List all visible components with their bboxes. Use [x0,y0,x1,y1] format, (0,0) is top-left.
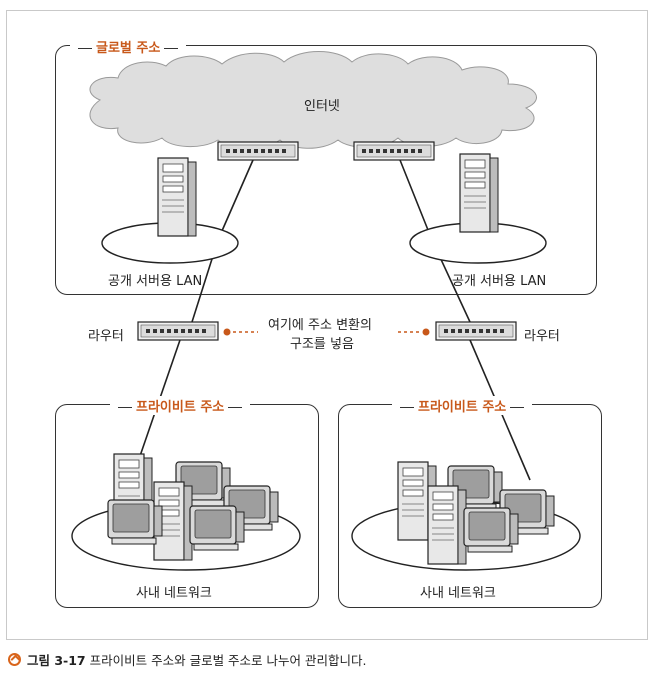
server-icon [427,485,467,565]
cloud-icon [89,51,537,149]
intranet-label-right: 사내 네트워크 [420,586,496,601]
nat-indicator-right [398,328,430,336]
router-icon [353,141,435,161]
private-address-label-right: 프라이비트 주소 [392,396,533,415]
internet-label: 인터넷 [304,99,340,114]
nat-indicator-left [223,328,258,336]
router-label-right: 라우터 [524,329,560,344]
caption-text: 프라이비트 주소와 글로벌 주소로 나누어 관리합니다. [89,653,367,668]
figure-frame [6,10,648,640]
nat-note-line1: 여기에 주소 변환의 [268,318,372,333]
caption-arrow-icon [8,653,21,666]
nat-note-line2: 구조를 넣음 [290,337,354,352]
global-address-region [55,45,597,295]
public-lan-label-right: 공개 서버용 LAN [452,274,547,289]
figure-caption: 그림 3-17 프라이비트 주소와 글로벌 주소로 나누어 관리합니다. [8,650,366,669]
public-lan-label-left: 공개 서버용 LAN [108,274,203,289]
router-icon [137,321,219,341]
private-address-label-left: 프라이비트 주소 [110,396,251,415]
router-label-left: 라우터 [88,329,124,344]
router-icon [435,321,517,341]
intranet-label-left: 사내 네트워크 [136,586,212,601]
figure-number: 그림 3-17 [27,653,86,668]
monitor-icon [463,507,519,553]
router-icon [217,141,299,161]
global-address-label: 글로벌 주소 [70,37,187,56]
monitor-icon [107,499,163,545]
server-icon [459,153,499,233]
server-icon [157,157,197,237]
monitor-icon [189,505,245,551]
